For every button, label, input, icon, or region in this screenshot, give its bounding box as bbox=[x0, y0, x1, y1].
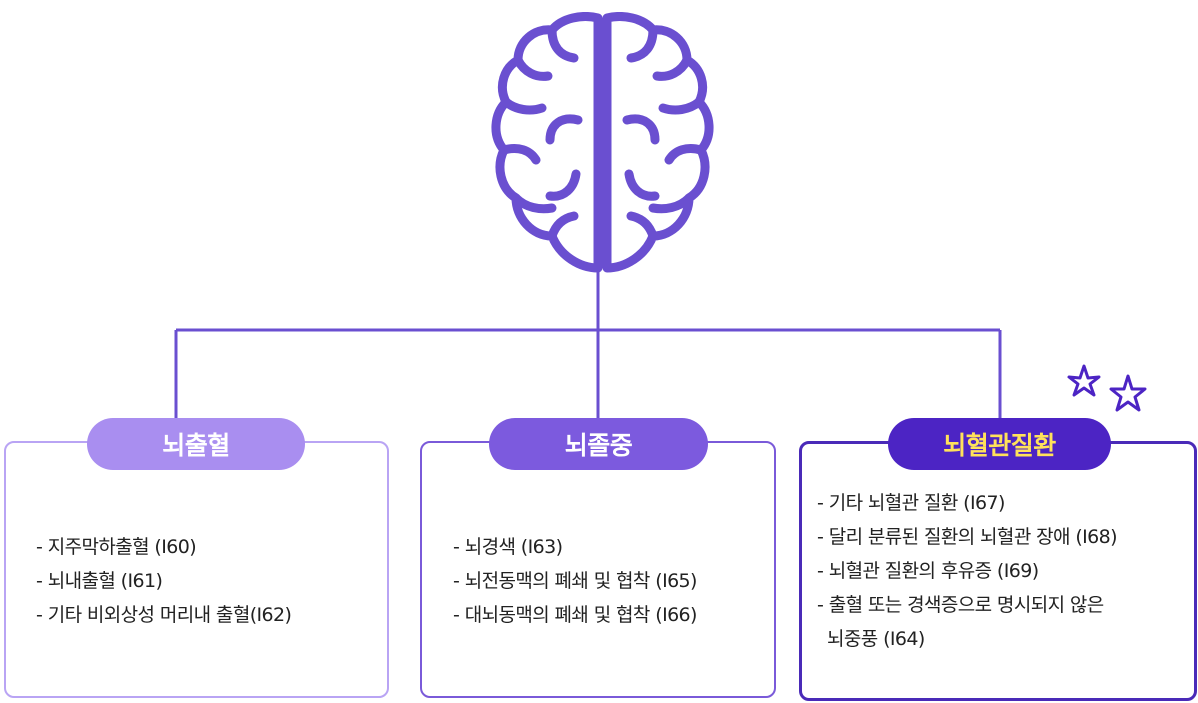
star-icon bbox=[1067, 364, 1147, 412]
category-title-stroke: 뇌졸중 bbox=[489, 418, 708, 470]
list-item: - 기타 뇌혈관 질환 (I67) bbox=[817, 492, 1005, 514]
list-item: - 뇌전동맥의 폐쇄 및 협착 (I65) bbox=[453, 570, 697, 592]
list-item-continuation: 뇌중풍 (I64) bbox=[817, 622, 1117, 656]
list-item: - 기타 비외상성 머리내 출혈(I62) bbox=[36, 604, 292, 626]
cerebrovascular-item-list: - 기타 뇌혈관 질환 (I67) - 달리 분류된 질환의 뇌혈관 장애 (I… bbox=[817, 486, 1118, 656]
stroke-item-list: - 뇌경색 (I63) - 뇌전동맥의 폐쇄 및 협착 (I65) - 대뇌동맥… bbox=[453, 530, 697, 632]
hemorrhage-item-list: - 지주막하출혈 (I60) - 뇌내출혈 (I61) - 기타 비외상성 머리… bbox=[36, 530, 292, 632]
category-title-hemorrhage: 뇌출혈 bbox=[87, 418, 305, 470]
list-item: - 대뇌동맥의 폐쇄 및 협착 (I66) bbox=[453, 604, 697, 626]
category-box-stroke bbox=[420, 441, 776, 698]
list-item: - 출혈 또는 경색증으로 명시되지 않은 bbox=[817, 594, 1104, 616]
category-box-cerebrovascular bbox=[799, 441, 1197, 701]
list-item: - 뇌혈관 질환의 후유증 (I69) bbox=[817, 560, 1039, 582]
list-item: - 뇌경색 (I63) bbox=[453, 536, 563, 558]
list-item: - 달리 분류된 질환의 뇌혈관 장애 (I68) bbox=[817, 526, 1118, 548]
list-item: - 지주막하출혈 (I60) bbox=[36, 536, 197, 558]
category-box-hemorrhage bbox=[4, 441, 389, 698]
category-title-cerebrovascular: 뇌혈관질환 bbox=[888, 418, 1111, 470]
list-item: - 뇌내출혈 (I61) bbox=[36, 570, 163, 592]
list-item-continuation-text: 뇌중풍 (I64) bbox=[827, 628, 925, 650]
brain-icon bbox=[491, 12, 714, 273]
